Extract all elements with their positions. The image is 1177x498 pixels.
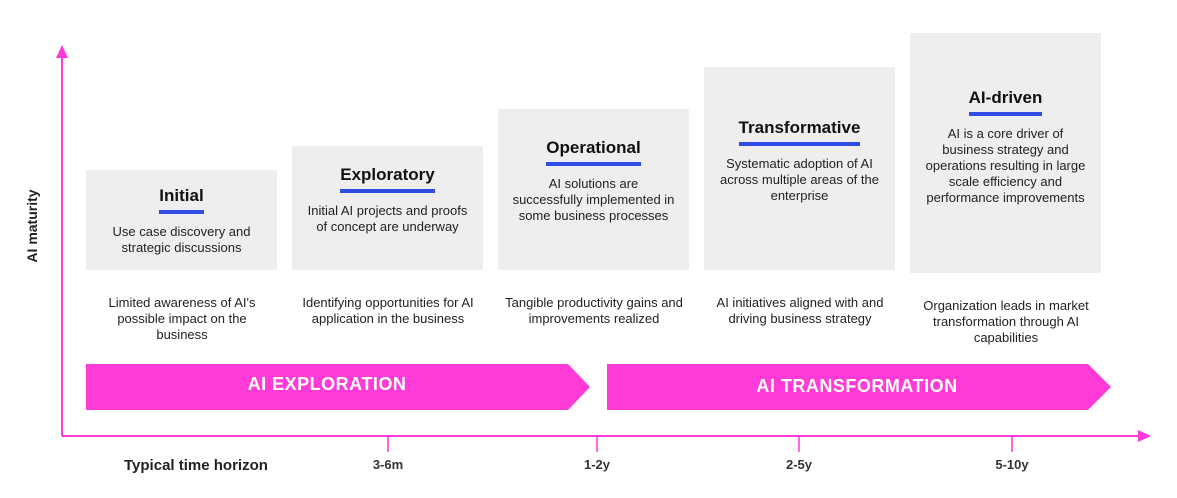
stage-title: AI-driven	[968, 87, 1043, 116]
x-axis-arrow	[1138, 430, 1151, 442]
stage-title: Initial	[159, 185, 204, 214]
y-axis-arrow	[56, 45, 68, 58]
stage-description: Use case discovery and strategic discuss…	[112, 224, 251, 255]
stage-box-exploratory: Exploratory Initial AI projects and proo…	[292, 146, 483, 270]
phase-banner-exploration	[86, 364, 590, 410]
stage-detail: Tangible productivity gains and improvem…	[505, 295, 683, 326]
phase-label-transformation: AI TRANSFORMATION	[756, 376, 958, 396]
stage-description: Systematic adoption of AI across multipl…	[720, 156, 879, 203]
stage-description: Initial AI projects and proofs of concep…	[307, 203, 468, 234]
stage-box-initial: Initial Use case discovery and strategic…	[86, 170, 277, 270]
stage-box-ai-driven: AI-driven AI is a core driver of busines…	[910, 33, 1101, 273]
time-tick-label: 1-2y	[583, 457, 611, 472]
stage-detail: Organization leads in market transformat…	[923, 298, 1089, 345]
stage-detail: AI initiatives aligned with and driving …	[716, 295, 884, 326]
phase-banner-transformation	[607, 364, 1111, 410]
stage-detail: Identifying opportunities for AI applica…	[302, 295, 474, 326]
stage-box-transformative: Transformative Systematic adoption of AI…	[704, 67, 895, 270]
x-axis-label: Typical time horizon	[124, 457, 268, 474]
stage-title: Exploratory	[340, 164, 435, 193]
stage-description: AI solutions are successfully implemente…	[512, 176, 675, 223]
y-axis-label: AI maturity	[24, 189, 40, 263]
time-tick-label: 2-5y	[785, 457, 813, 472]
stage-box-operational: Operational AI solutions are successfull…	[498, 109, 689, 270]
stage-title: Operational	[546, 137, 641, 166]
phase-label-exploration: AI EXPLORATION	[247, 374, 407, 394]
stage-title: Transformative	[738, 117, 861, 146]
stage-description: AI is a core driver of business strategy…	[925, 126, 1086, 205]
stage-detail: Limited awareness of AI's possible impac…	[108, 295, 256, 342]
time-tick-label: 5-10y	[995, 457, 1029, 472]
time-tick-label: 3-6m	[372, 457, 404, 472]
